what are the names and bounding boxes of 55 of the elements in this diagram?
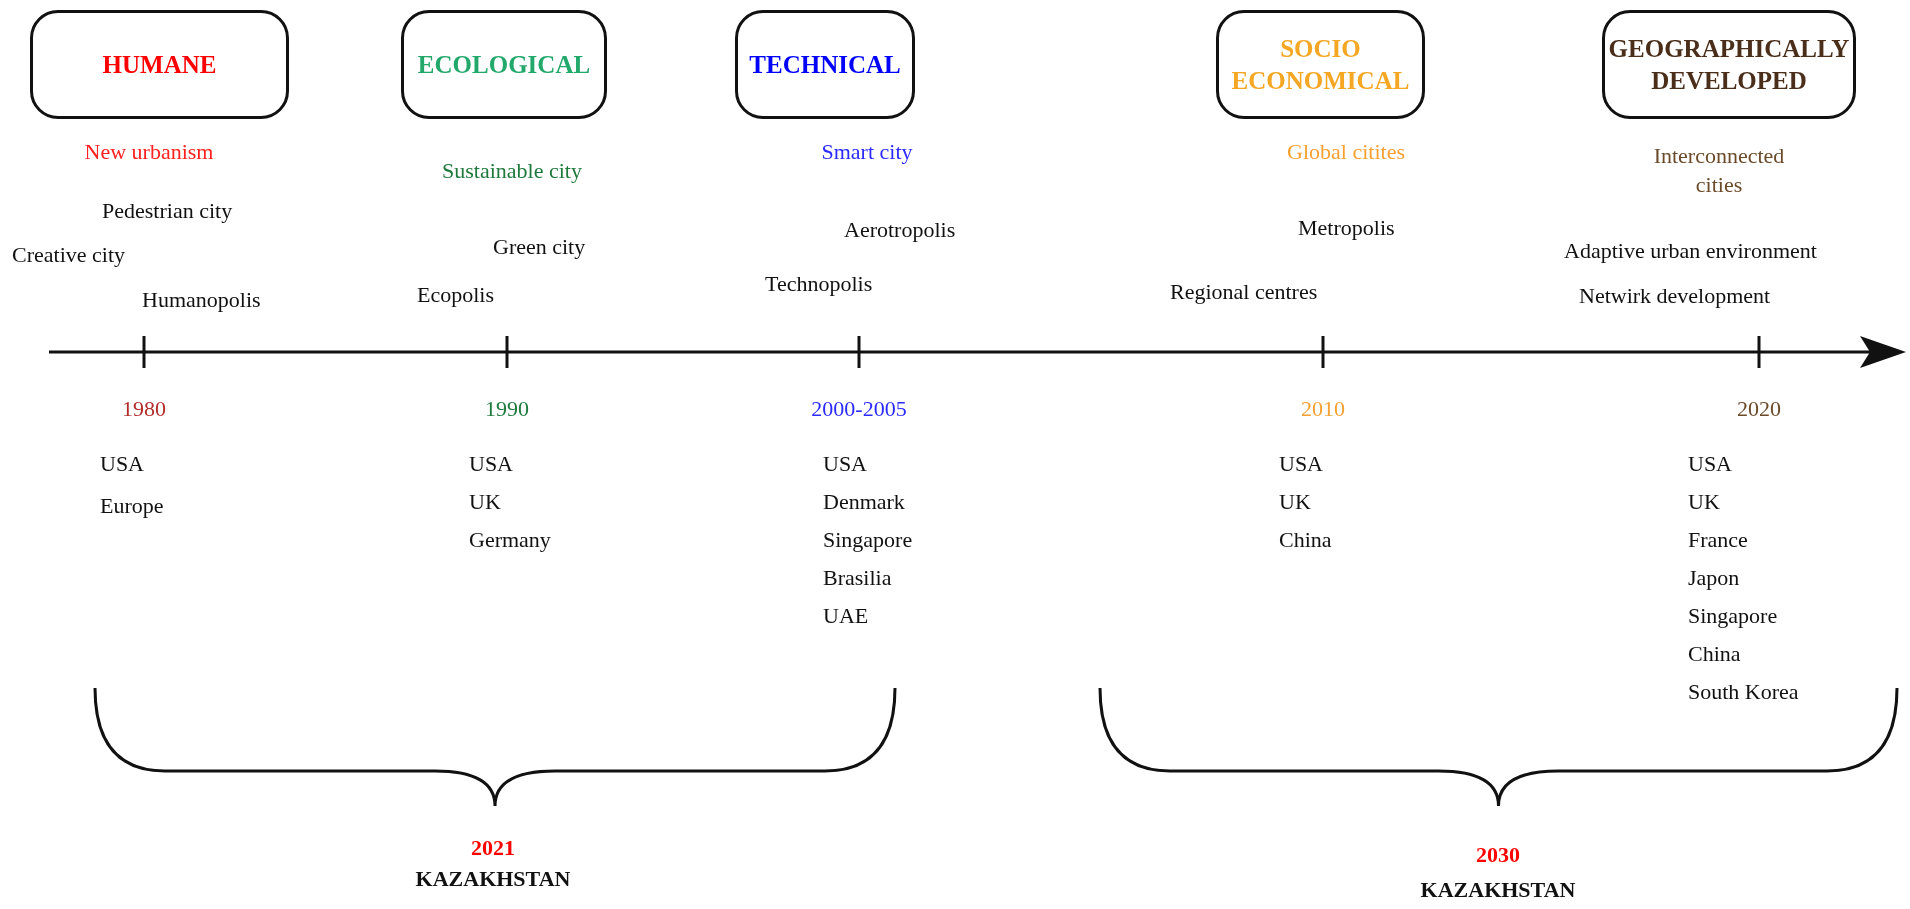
city-concept: Interconnected cities	[1652, 142, 1786, 199]
city-concept: Global citites	[1287, 137, 1405, 166]
year-label: 2020	[1737, 394, 1781, 423]
country-name: Europe	[100, 491, 164, 520]
country-name: China	[1279, 525, 1332, 554]
year-label: 1980	[122, 394, 166, 423]
city-concept: Sustainable city	[442, 156, 582, 185]
target-year: 2030	[1476, 840, 1520, 869]
city-type: Netwirk development	[1579, 281, 1771, 310]
target-year: 2021	[471, 833, 515, 862]
country-name: USA	[100, 449, 144, 478]
city-type: Humanopolis	[142, 285, 261, 314]
category-title: SOCIO ECONOMICAL	[1230, 34, 1411, 96]
country-name: South Korea	[1688, 677, 1799, 706]
city-type: Creative city	[12, 240, 125, 269]
category-box	[1216, 10, 1425, 119]
category-box	[1602, 10, 1856, 119]
country-name: France	[1688, 525, 1748, 554]
country-name: Singapore	[1688, 601, 1778, 630]
category-title: GEOGRAPHICALLY DEVELOPED	[1607, 34, 1851, 96]
city-type: Adaptive urban environment	[1564, 236, 1817, 265]
city-type: Aerotropolis	[844, 215, 956, 244]
country-name: Singapore	[823, 525, 913, 554]
country-name: USA	[1688, 449, 1732, 478]
country-name: USA	[823, 449, 867, 478]
city-concept: New urbanism	[84, 137, 214, 166]
country-name: Brasilia	[823, 563, 892, 592]
year-label: 1990	[485, 394, 529, 423]
city-type: Technopolis	[765, 269, 873, 298]
country-name: Denmark	[823, 487, 905, 516]
city-concept: Smart city	[821, 137, 913, 166]
country-name: UK	[1688, 487, 1720, 516]
category-box	[735, 10, 915, 119]
country-name: China	[1688, 639, 1741, 668]
country-name: USA	[1279, 449, 1323, 478]
city-type: Ecopolis	[417, 280, 494, 309]
city-type: Green city	[493, 232, 586, 261]
country-name: UK	[469, 487, 501, 516]
country-name: USA	[469, 449, 513, 478]
country-name: Germany	[469, 525, 551, 554]
category-title: HUMANE	[102, 49, 217, 80]
country-name: KAZAKHSTAN	[415, 864, 571, 893]
year-label: 2010	[1301, 394, 1345, 423]
city-type: Pedestrian city	[102, 196, 233, 225]
country-name: UAE	[823, 601, 869, 630]
city-type: Metropolis	[1298, 213, 1395, 242]
category-box	[30, 10, 289, 119]
year-label: 2000-2005	[811, 394, 907, 423]
category-box	[401, 10, 607, 119]
country-name: KAZAKHSTAN	[1420, 875, 1576, 904]
country-name: UK	[1279, 487, 1311, 516]
category-title: TECHNICAL	[749, 49, 901, 80]
country-name: Japon	[1688, 563, 1740, 592]
category-title: ECOLOGICAL	[417, 49, 591, 80]
city-type: Regional centres	[1170, 277, 1318, 306]
